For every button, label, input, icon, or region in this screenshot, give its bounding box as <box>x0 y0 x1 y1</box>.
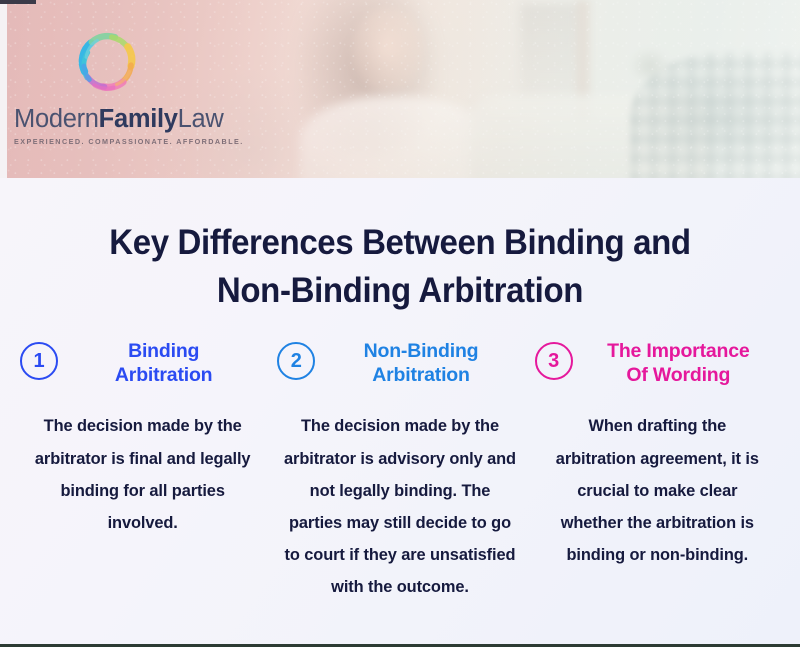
step-number-badge-3: 3 <box>534 341 573 380</box>
page-title-line-2: Non-Binding Arbitration <box>216 270 584 311</box>
step-number-badge-1: 1 <box>20 341 58 380</box>
page-title-line-1: Key Differences Between Binding and <box>109 222 691 262</box>
brand-tagline: EXPERIENCED. COMPASSIONATE. AFFORDABLE. <box>14 136 244 146</box>
brand-logo[interactable]: ModernFamilyLaw EXPERIENCED. COMPASSIONA… <box>14 22 244 146</box>
column-3-title-line-1: The Importance <box>607 339 750 362</box>
brand-name-family: Family <box>98 105 178 133</box>
column-non-binding-arbitration: 2 Non-Binding Arbitration The decision m… <box>271 339 528 604</box>
column-3-title: The Importance Of Wording <box>579 339 786 389</box>
column-2-body: The decision made by the arbitrator is a… <box>284 417 516 597</box>
column-2-title-line-2: Arbitration <box>372 364 470 387</box>
column-binding-arbitration: 1 Binding Arbitration The decision made … <box>14 339 271 540</box>
bottom-edge-line <box>0 644 800 647</box>
left-edge-strip <box>0 0 7 178</box>
brand-wordmark: ModernFamilyLaw <box>14 105 224 133</box>
column-3-title-line-2: Of Wording <box>626 364 731 387</box>
brand-name-modern: Modern <box>14 105 99 133</box>
top-edge-mark <box>0 0 36 4</box>
column-1-title: Binding Arbitration <box>64 339 271 389</box>
column-importance-of-wording: 3 The Importance Of Wording When draftin… <box>529 339 786 572</box>
column-2-header: 2 Non-Binding Arbitration <box>271 339 528 389</box>
column-2-title-line-1: Non-Binding <box>363 339 479 362</box>
hero-grain-texture <box>0 0 800 178</box>
brand-name-law: Law <box>177 105 224 133</box>
column-2-title: Non-Binding Arbitration <box>321 339 528 389</box>
header-hero-image: ModernFamilyLaw EXPERIENCED. COMPASSIONA… <box>0 0 800 178</box>
content-panel: Key Differences Between Binding and Non-… <box>0 178 800 647</box>
column-3-body: When drafting the arbitration agreement,… <box>555 417 759 565</box>
brand-ring-icon <box>78 32 136 91</box>
column-1-header: 1 Binding Arbitration <box>14 339 271 389</box>
hero-color-wash <box>0 0 800 178</box>
comparison-columns: 1 Binding Arbitration The decision made … <box>0 339 800 604</box>
column-1-body: The decision made by the arbitrator is f… <box>34 417 251 532</box>
page-title: Key Differences Between Binding and Non-… <box>28 178 772 315</box>
column-1-title-line-2: Arbitration <box>114 364 213 387</box>
column-3-header: 3 The Importance Of Wording <box>529 339 786 389</box>
column-1-title-line-1: Binding <box>128 339 200 362</box>
step-number-badge-2: 2 <box>277 341 316 380</box>
